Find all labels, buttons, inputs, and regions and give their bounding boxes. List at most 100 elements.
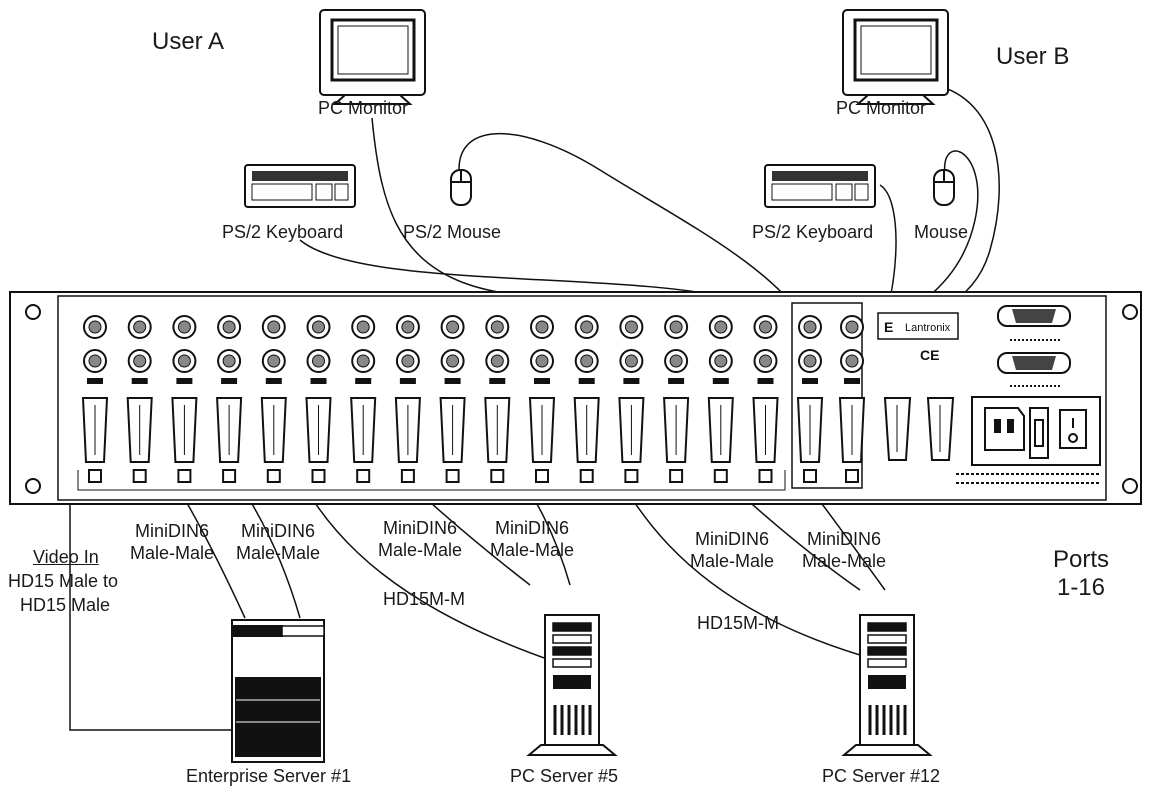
- user-a-label: User A: [152, 28, 225, 55]
- pc-server-12-label: PC Server #12: [822, 766, 941, 786]
- minidin-label-line1: MiniDIN6: [806, 529, 881, 549]
- minidin-label-3: MiniDIN6 Male-Male: [378, 517, 462, 561]
- minidin-label-line2: Male-Male: [378, 540, 463, 560]
- mouse-a-icon: [450, 169, 472, 206]
- rack-hole-icon: [25, 304, 41, 320]
- minidin-label-1: MiniDIN6 Male-Male: [130, 520, 214, 564]
- status-led-icon: [88, 469, 102, 483]
- status-led-icon: [132, 469, 147, 483]
- minidin-label-5: MiniDIN6 Male-Male: [690, 528, 774, 572]
- ce-mark: CE: [920, 347, 939, 363]
- pc-server-12-icon: [841, 614, 933, 756]
- server-port-7: [350, 315, 377, 483]
- hd15-label-b: HD15M-M: [697, 613, 780, 633]
- status-led-icon: [266, 469, 281, 483]
- server-port-12: [573, 315, 600, 483]
- minidin-label-line2: Male-Male: [490, 540, 575, 560]
- minidin-label-2: MiniDIN6 Male-Male: [236, 520, 320, 564]
- minidin-label-line2: Male-Male: [690, 551, 775, 571]
- pc-server-5-label: PC Server #5: [510, 766, 619, 786]
- minidin-label-line1: MiniDIN6: [694, 529, 769, 549]
- server-port-14: [663, 315, 690, 483]
- status-led-icon: [490, 469, 505, 483]
- keyboard-b-label: PS/2 Keyboard: [752, 222, 874, 242]
- enterprise-server-icon: [231, 619, 325, 763]
- user-port-b: [838, 315, 866, 483]
- mouse-b-icon: [933, 169, 955, 206]
- server-port-15: [707, 315, 734, 483]
- status-led-icon: [535, 469, 549, 483]
- server-port-1: [81, 315, 109, 483]
- server-port-columns: [81, 315, 779, 483]
- minidin-label-6: MiniDIN6 Male-Male: [802, 528, 886, 572]
- status-led-icon: [624, 469, 639, 483]
- ports-label-line1: Ports: [1052, 546, 1109, 573]
- status-led-icon: [803, 469, 817, 483]
- monitor-b-icon: [842, 9, 949, 105]
- rating-text-lines: [956, 473, 1100, 484]
- server-port-16: [752, 315, 779, 483]
- video-in-line2: HD15 Male: [20, 595, 111, 615]
- minidin-label-line2: Male-Male: [236, 543, 321, 563]
- server-port-10: [484, 315, 511, 483]
- rack-hole-icon: [25, 478, 41, 494]
- power-module: [971, 396, 1101, 466]
- minidin-label-line1: MiniDIN6: [382, 518, 457, 538]
- monitor-a-label: PC Monitor: [318, 98, 409, 118]
- hd15-label-a: HD15M-M: [383, 589, 466, 609]
- status-led-icon: [222, 469, 237, 483]
- console-ports: [997, 305, 1071, 387]
- monitor-a-icon: [319, 9, 426, 105]
- status-led-icon: [845, 469, 859, 483]
- minidin-label-4: MiniDIN6 Male-Male: [490, 517, 574, 561]
- kvm-switch-rear-panel: E Lantronix CE: [9, 291, 1142, 505]
- status-led-icon: [311, 469, 326, 483]
- minidin-label-line2: Male-Male: [130, 543, 215, 563]
- brand-plate: E Lantronix CE: [877, 312, 959, 363]
- minidin-label-line1: MiniDIN6: [240, 521, 315, 541]
- server-port-5: [260, 315, 287, 483]
- server-port-9: [439, 315, 466, 483]
- keyboard-a-label: PS/2 Keyboard: [222, 222, 344, 242]
- status-led-icon: [445, 469, 460, 483]
- mouse-b-label: Mouse: [914, 222, 969, 242]
- ports-label: Ports 1-16: [1036, 546, 1126, 602]
- status-led-icon: [579, 469, 594, 483]
- video-in-line1: HD15 Male to: [8, 571, 119, 591]
- server-port-8: [394, 315, 421, 483]
- ports-label-line2: 1-16: [1056, 574, 1106, 601]
- brand-name: Lantronix: [905, 322, 951, 334]
- rack-hole-icon: [1122, 478, 1138, 494]
- user-port-a: [796, 315, 824, 483]
- server-port-13: [618, 315, 645, 483]
- enterprise-server-label: Enterprise Server #1: [186, 766, 352, 786]
- server-port-11: [528, 315, 556, 483]
- server-port-2: [126, 315, 153, 483]
- minidin-label-line1: MiniDIN6: [494, 518, 569, 538]
- cascade-ports: [883, 397, 955, 461]
- status-led-icon: [400, 469, 415, 483]
- minidin-label-line2: Male-Male: [802, 551, 887, 571]
- monitor-b-label: PC Monitor: [836, 98, 927, 118]
- minidin-label-line1: MiniDIN6: [134, 521, 209, 541]
- power-switch-icon: [1059, 409, 1087, 449]
- status-led-icon: [758, 469, 773, 483]
- server-port-3: [171, 315, 198, 483]
- server-port-4: [216, 315, 243, 483]
- user-b-label: User B: [996, 43, 1070, 70]
- mouse-a-label: PS/2 Mouse: [403, 222, 502, 242]
- keyboard-a-icon: [244, 164, 356, 208]
- pc-server-5-icon: [526, 614, 618, 756]
- video-in-title: Video In: [33, 547, 99, 567]
- rack-hole-icon: [1122, 304, 1138, 320]
- brand-logo: E: [884, 319, 893, 335]
- status-led-icon: [669, 469, 684, 483]
- power-inlet-icon: [984, 407, 1025, 451]
- status-led-icon: [356, 469, 371, 483]
- user-port-columns: [796, 315, 866, 483]
- keyboard-b-icon: [764, 164, 876, 208]
- status-led-icon: [713, 469, 728, 483]
- server-port-6: [305, 315, 332, 483]
- status-led-icon: [177, 469, 192, 483]
